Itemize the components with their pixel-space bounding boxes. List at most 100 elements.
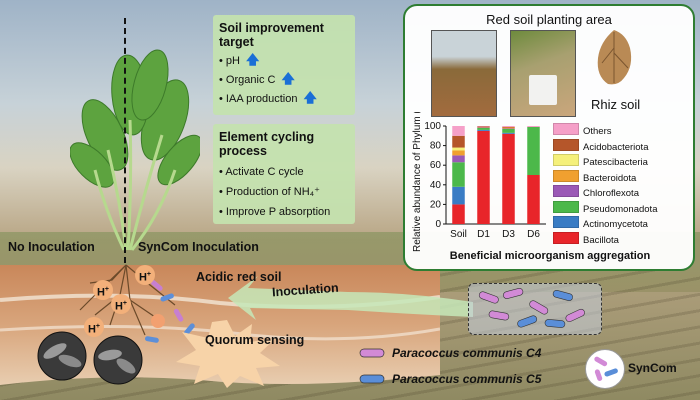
root-soil-photo [590,28,638,86]
no-inoculation-label: No Inoculation [8,240,95,254]
legend-label: Bacillota [583,234,619,246]
y-tick-label: 0 [435,219,441,230]
bar-segment-bacteroidota [502,127,515,129]
legend-item: Patescibacteria [553,154,648,168]
chart-caption: Beneficial microorganism aggregation [449,250,651,262]
syncom-inoculation-label: SynCom Inoculation [138,240,259,254]
quorum-starburst [176,320,280,388]
y-tick-label: 60 [430,160,442,171]
legend-item: Bacillota [553,231,619,246]
seed-tray [529,75,557,105]
bar-segment-chloroflexota [477,127,490,128]
legend-swatch [553,138,579,151]
bullet-organic-c: • Organic C🡅 [219,71,295,87]
acidic-soil-label: Acidic red soil [196,270,282,284]
arrow-up-icon: 🡅 [281,71,295,86]
rhiz-soil-label: Rhiz soil [591,97,641,112]
y-axis-label: Relative abundance of Phylum (%) [412,112,423,252]
legend-label: Others [583,126,612,137]
phylum-chart: Relative abundance of Phylum (%) 0 20 40 60 8… [412,112,546,252]
hplus-ion: H+ [93,280,113,300]
bar-segment-others [502,126,515,127]
c4-bacterium-icon [359,348,385,358]
bar-segment-chloroflexota [452,155,465,163]
y-tick-label: 100 [424,121,441,132]
bar-segment-others [527,126,540,127]
bar-segment-pseudomonadota [502,128,515,133]
bullet-nh4: • Production of NH₄⁺ [219,186,320,198]
root-bacteria [144,279,195,343]
c5-bacterium-icon [359,374,385,384]
spinach-plant [70,49,200,251]
bullet-p-absorption: • Improve P absorption [219,206,331,218]
arrow-up-icon: 🡅 [245,52,260,67]
bullet-iaa: • IAA production🡅 [219,90,317,106]
bar-segment-chloroflexota [502,128,515,129]
bar-segment-actinomycetota [502,132,515,134]
species-c4-label: Paracoccus communis C4 [392,346,542,360]
nutrient-dot [151,314,165,328]
field-photo [431,30,497,117]
bacteria-cluster-box [468,283,602,335]
legend-item: Others [553,123,612,137]
x-tick-label: Soil [450,229,467,240]
legend-item: Chloroflexota [553,185,639,199]
bar-segment-others [477,126,490,127]
bar-segment-actinomycetota [477,129,490,131]
bullet-c-cycle: • Activate C cycle [219,166,304,178]
bar-segment-acidobacteriota [477,126,490,127]
seedling-photo [510,30,576,117]
bar-segment-acidobacteriota [452,135,465,148]
legend-label: Chloroflexota [583,188,639,199]
legend-label: Actinomycetota [583,219,648,230]
legend-swatch [553,154,579,166]
x-tick-label: D6 [527,229,540,240]
legend-swatch [553,123,579,135]
bar-segment-actinomycetota [452,186,465,205]
legend-item: Pseudomonadota [553,200,658,215]
legend-item: Acidobacteriota [553,138,649,153]
y-tick-label: 40 [430,180,442,191]
legend-label: Pseudomonadota [583,203,658,215]
cycling-title: Element cycling process [219,130,315,158]
legend-swatch [553,185,579,197]
hplus-ion: H+ [84,317,104,337]
bar-segment-acidobacteriota [502,126,515,128]
bar-segment-bacillota [477,130,490,224]
improvement-box: Soil improvement target • pH🡅 • Organic … [213,15,355,115]
bar-segment-pseudomonadota [477,127,490,130]
y-tick-label: 80 [430,141,442,152]
bar-segment-bacteroidota [477,126,490,128]
quorum-sensing-label: Quorum sensing [205,333,305,347]
syncom-icon [585,349,625,389]
legend-label: Acidobacteriota [583,141,649,153]
legend-label: Patescibacteria [583,157,648,168]
bullet-ph: • pH🡅 [219,52,260,68]
divider-line [124,18,126,263]
cycling-box: Element cycling process • Activate C cyc… [213,124,355,224]
bar-segment-bacillota [527,175,540,224]
bar-segment-others [452,126,465,136]
bar-segment-pseudomonadota [452,162,465,187]
bar-segment-bacillota [452,204,465,224]
bar-segment-pseudomonadota [527,126,540,175]
hplus-ion: H+ [111,294,131,314]
bar-segment-bacteroidota [452,150,465,156]
bar-segment-bacillota [502,133,515,224]
bar-segment-patescibacteria [452,147,465,151]
improvement-title: Soil improvement target [219,21,324,49]
syncom-label: SynCom [628,361,677,375]
y-tick-label: 20 [430,199,442,210]
legend-swatch [553,169,579,182]
legend-swatch [553,216,579,228]
microscope-image-left [37,331,87,381]
inoculation-arrow [228,276,473,320]
x-tick-label: D3 [502,229,515,240]
species-c5-label: Paracoccus communis C5 [392,372,542,386]
legend-label: Bacteroidota [583,172,637,184]
microscope-image-right [93,335,143,385]
x-tick-label: D1 [477,229,490,240]
hplus-ion: H+ [135,265,155,285]
legend-swatch [553,231,579,244]
